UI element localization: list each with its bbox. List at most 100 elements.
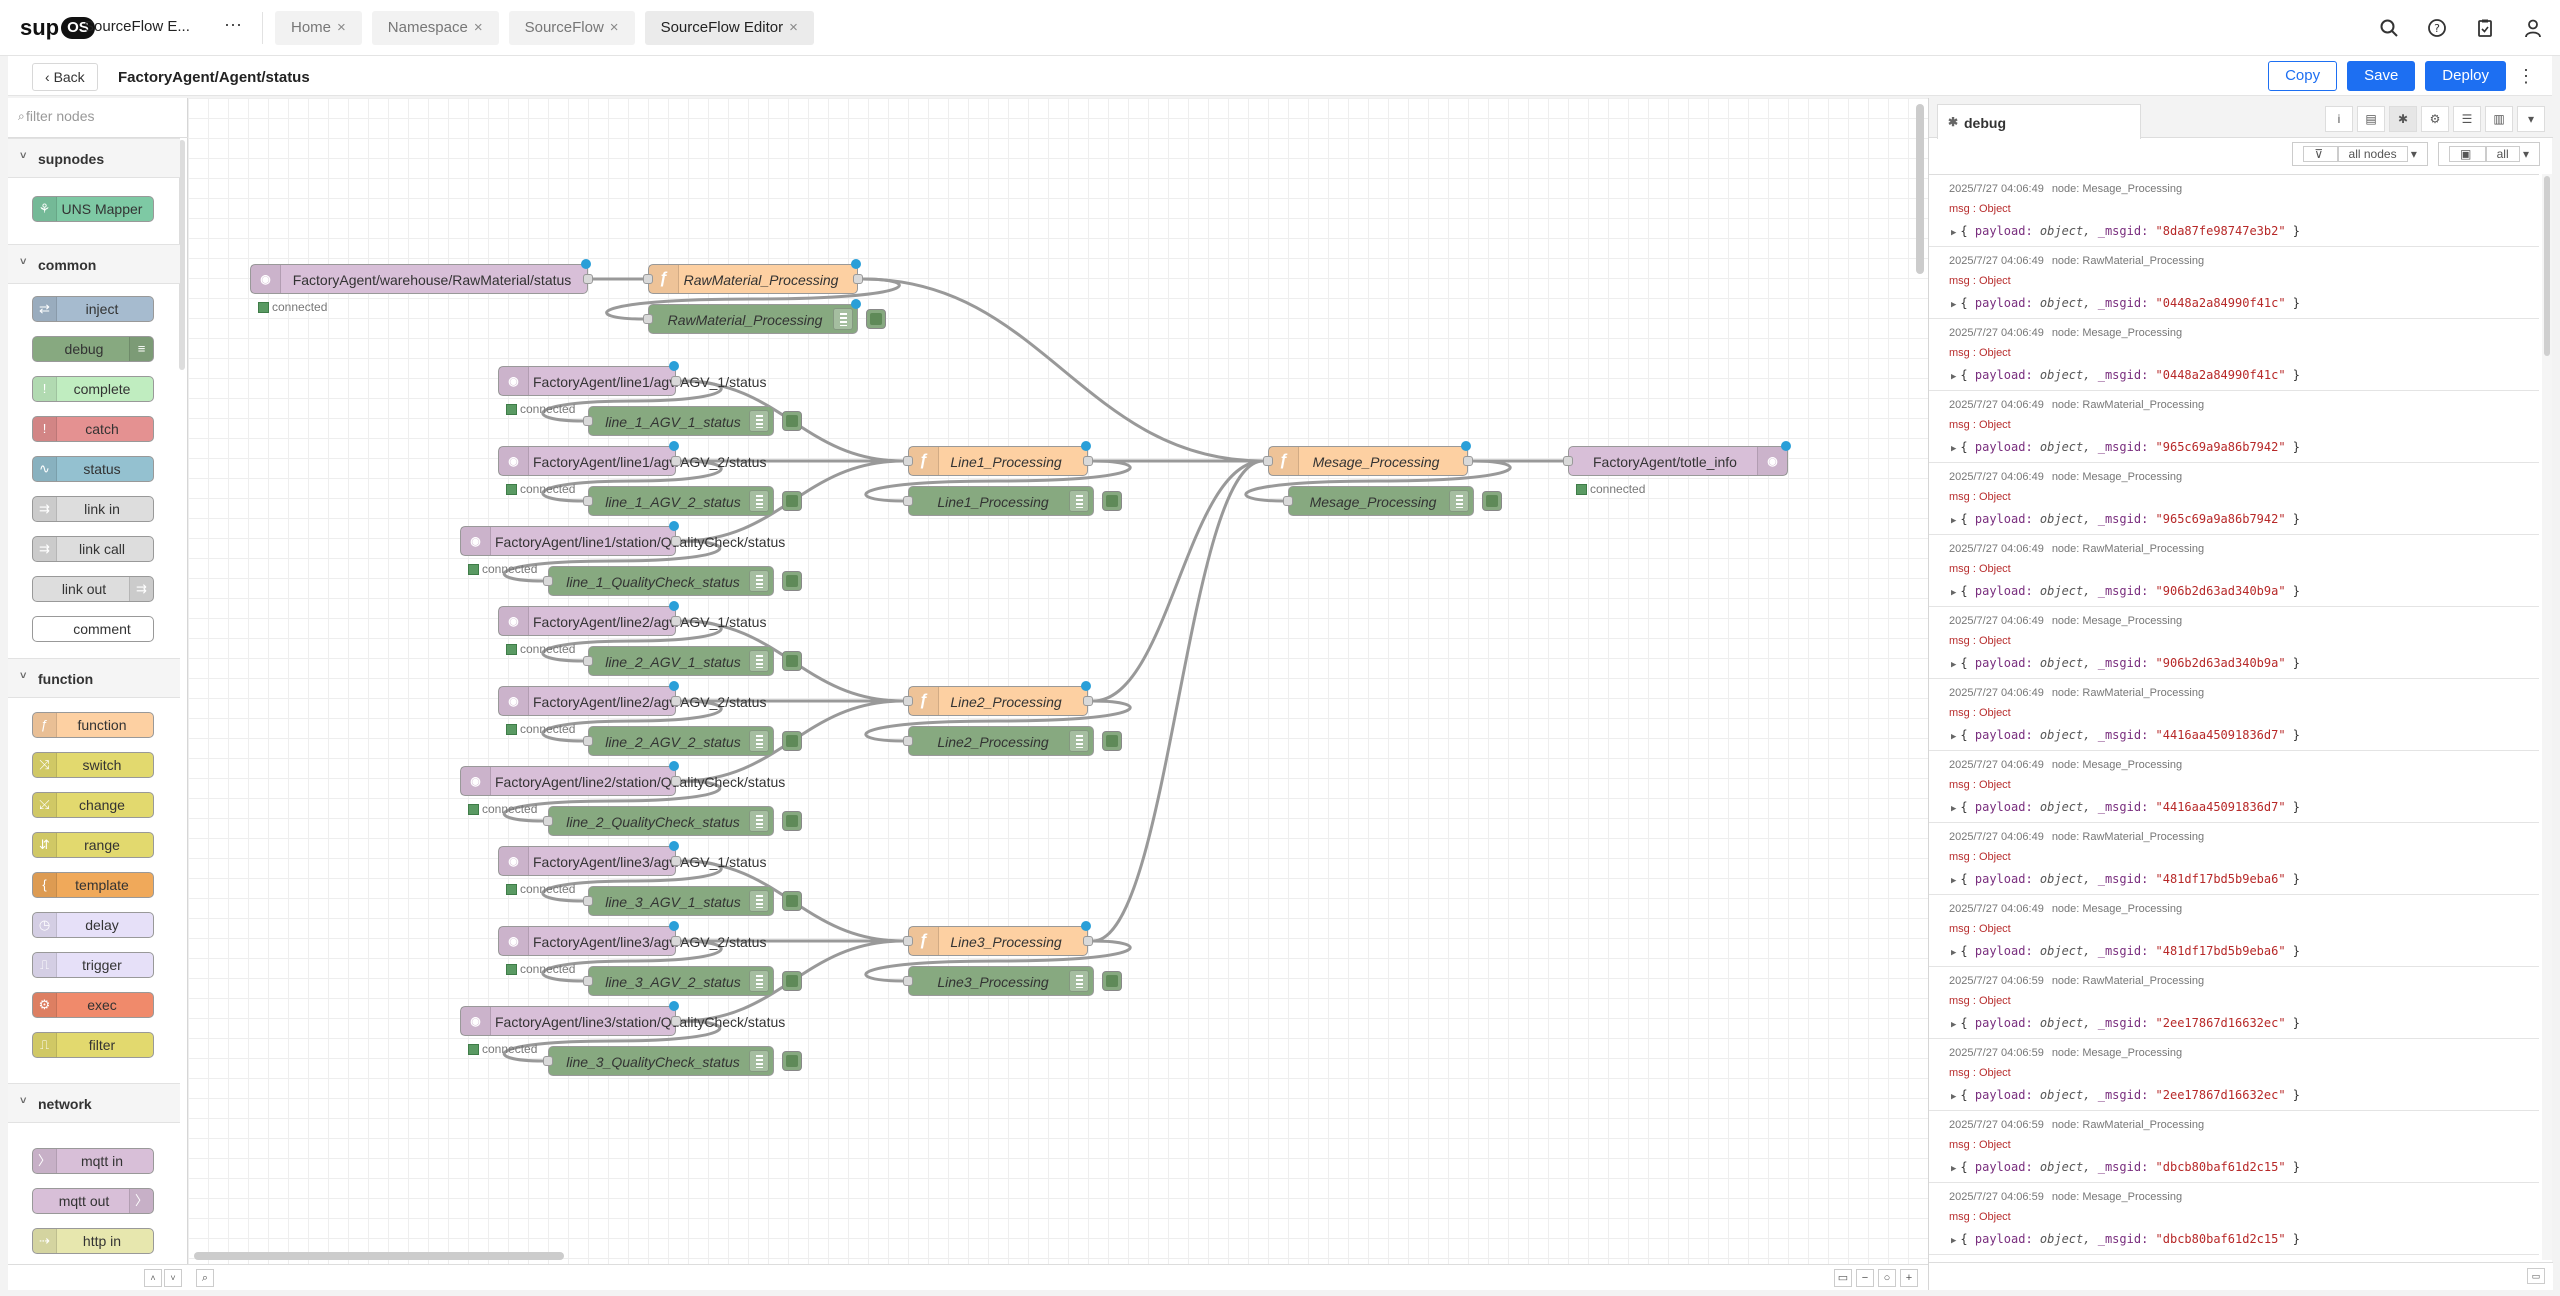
mqtt-in-node[interactable]: ◉FactoryAgent/line2/agv/AGV_2/status [498, 681, 766, 716]
debug-toggle-button[interactable] [1102, 491, 1122, 511]
input-port[interactable] [903, 696, 913, 706]
wire[interactable] [1092, 459, 1264, 703]
debug-toggle-button[interactable] [782, 1051, 802, 1071]
mqtt-in-node[interactable]: ◉FactoryAgent/line2/agv/AGV_1/status [498, 601, 766, 636]
input-port[interactable] [583, 496, 593, 506]
message-node[interactable]: node: RawMaterial_Processing [2051, 1119, 2205, 1131]
debug-toggle-button[interactable] [782, 491, 802, 511]
message-payload[interactable]: ▶{ payload: object, _msgid: "2ee17867d16… [1951, 1016, 2301, 1030]
mqtt-in-node[interactable]: ◉FactoryAgent/line1/station/QualityCheck… [460, 521, 785, 556]
input-port[interactable] [543, 576, 553, 586]
zoom-in-icon[interactable]: + [1900, 1269, 1918, 1287]
expand-triangle-icon[interactable]: ▶ [1951, 1164, 1957, 1174]
input-port[interactable] [643, 314, 653, 324]
debug-toggle-button[interactable] [1102, 731, 1122, 751]
mqtt-in-node[interactable]: ◉FactoryAgent/line3/agv/AGV_1/status [498, 841, 766, 876]
message-payload[interactable]: ▶{ payload: object, _msgid: "4416aa45091… [1951, 800, 2301, 814]
output-port[interactable] [671, 696, 681, 706]
palette-node-catch[interactable]: !catch [32, 416, 154, 442]
navigator-icon[interactable]: ▭ [1834, 1269, 1852, 1287]
output-port[interactable] [671, 536, 681, 546]
debug-node[interactable]: line_1_QualityCheck_status [543, 566, 774, 596]
input-port[interactable] [583, 896, 593, 906]
message-payload[interactable]: ▶{ payload: object, _msgid: "8da87fe9874… [1951, 224, 2301, 238]
message-node[interactable]: node: Mesage_Processing [2051, 903, 2183, 915]
output-port[interactable] [671, 456, 681, 466]
message-node[interactable]: node: RawMaterial_Processing [2051, 687, 2205, 699]
tab-namespace[interactable]: Namespace× [371, 11, 499, 45]
debug-node[interactable]: line_2_AGV_2_status [583, 726, 774, 756]
info-icon[interactable]: i [2325, 106, 2353, 132]
palette-filter-input[interactable]: ⌕ filter nodes [8, 98, 188, 138]
back-button[interactable]: ‹ Back [32, 63, 98, 91]
search-icon[interactable] [2376, 15, 2402, 41]
debug-toggle-button[interactable] [782, 731, 802, 751]
message-node[interactable]: node: Mesage_Processing [2051, 1191, 2183, 1203]
output-port[interactable] [671, 616, 681, 626]
output-port[interactable] [1463, 456, 1473, 466]
search-icon[interactable]: ⌕ [196, 1269, 214, 1287]
debug-node[interactable]: line_3_AGV_1_status [583, 886, 774, 916]
palette-node-inject[interactable]: ⇄inject [32, 296, 154, 322]
expand-triangle-icon[interactable]: ▶ [1951, 516, 1957, 526]
output-port[interactable] [671, 776, 681, 786]
palette-category-common[interactable]: ˅common [8, 244, 180, 284]
debug-toggle-button[interactable] [782, 651, 802, 671]
wire[interactable] [864, 459, 1132, 503]
input-port[interactable] [543, 816, 553, 826]
output-port[interactable] [1083, 936, 1093, 946]
debug-node[interactable]: line_2_AGV_1_status [583, 646, 774, 676]
expand-triangle-icon[interactable]: ▶ [1951, 228, 1957, 238]
message-payload[interactable]: ▶{ payload: object, _msgid: "0448a2a8499… [1951, 296, 2301, 310]
debug-node[interactable]: Line2_Processing [903, 726, 1094, 756]
palette-node-debug[interactable]: ≡debug [32, 336, 154, 362]
tab-sourceflow-editor[interactable]: SourceFlow Editor× [644, 11, 814, 45]
palette-category-network[interactable]: ˅network [8, 1083, 180, 1123]
user-icon[interactable] [2520, 15, 2546, 41]
deploy-button[interactable]: Deploy [2425, 61, 2506, 91]
message-node[interactable]: node: Mesage_Processing [2051, 471, 2183, 483]
debug-toggle-button[interactable] [782, 411, 802, 431]
mqtt-in-node[interactable]: ◉FactoryAgent/line3/agv/AGV_2/status [498, 921, 766, 956]
save-button[interactable]: Save [2347, 61, 2416, 91]
wire[interactable] [862, 277, 1264, 463]
message-node[interactable]: node: RawMaterial_Processing [2051, 399, 2205, 411]
tab-debug[interactable]: ✱debug [1937, 104, 2141, 139]
debug-toggle-button[interactable] [782, 971, 802, 991]
expand-triangle-icon[interactable]: ▶ [1951, 1236, 1957, 1246]
output-port[interactable] [671, 856, 681, 866]
output-port[interactable] [1083, 696, 1093, 706]
copy-button[interactable]: Copy [2268, 61, 2338, 91]
message-payload[interactable]: ▶{ payload: object, _msgid: "481df17bd5b… [1951, 944, 2301, 958]
palette-category-supnodes[interactable]: ˅supnodes [8, 138, 180, 178]
input-port[interactable] [643, 274, 653, 284]
output-port[interactable] [583, 274, 593, 284]
debug-node[interactable]: RawMaterial_Processing [643, 299, 861, 334]
debug-node[interactable]: Mesage_Processing [1283, 486, 1474, 516]
expand-triangle-icon[interactable]: ▶ [1951, 732, 1957, 742]
palette-node-link-call[interactable]: ⇉link call [32, 536, 154, 562]
palette-node-mqtt-out[interactable]: 〉mqtt out [32, 1188, 154, 1214]
input-port[interactable] [903, 456, 913, 466]
expand-triangle-icon[interactable]: ▶ [1951, 1092, 1957, 1102]
debug-node[interactable]: line_1_AGV_2_status [583, 486, 774, 516]
message-node[interactable]: node: RawMaterial_Processing [2051, 255, 2205, 267]
debug-toggle-button[interactable] [1482, 491, 1502, 511]
output-port[interactable] [1083, 456, 1093, 466]
expand-triangle-icon[interactable]: ▶ [1951, 372, 1957, 382]
expand-triangle-icon[interactable]: ▶ [1951, 444, 1957, 454]
palette-node-mqtt-in[interactable]: 〉mqtt in [32, 1148, 154, 1174]
close-icon[interactable]: × [609, 19, 619, 36]
close-icon[interactable]: × [473, 19, 483, 36]
debug-toggle-button[interactable] [1102, 971, 1122, 991]
debug-toggle-button[interactable] [866, 309, 886, 329]
